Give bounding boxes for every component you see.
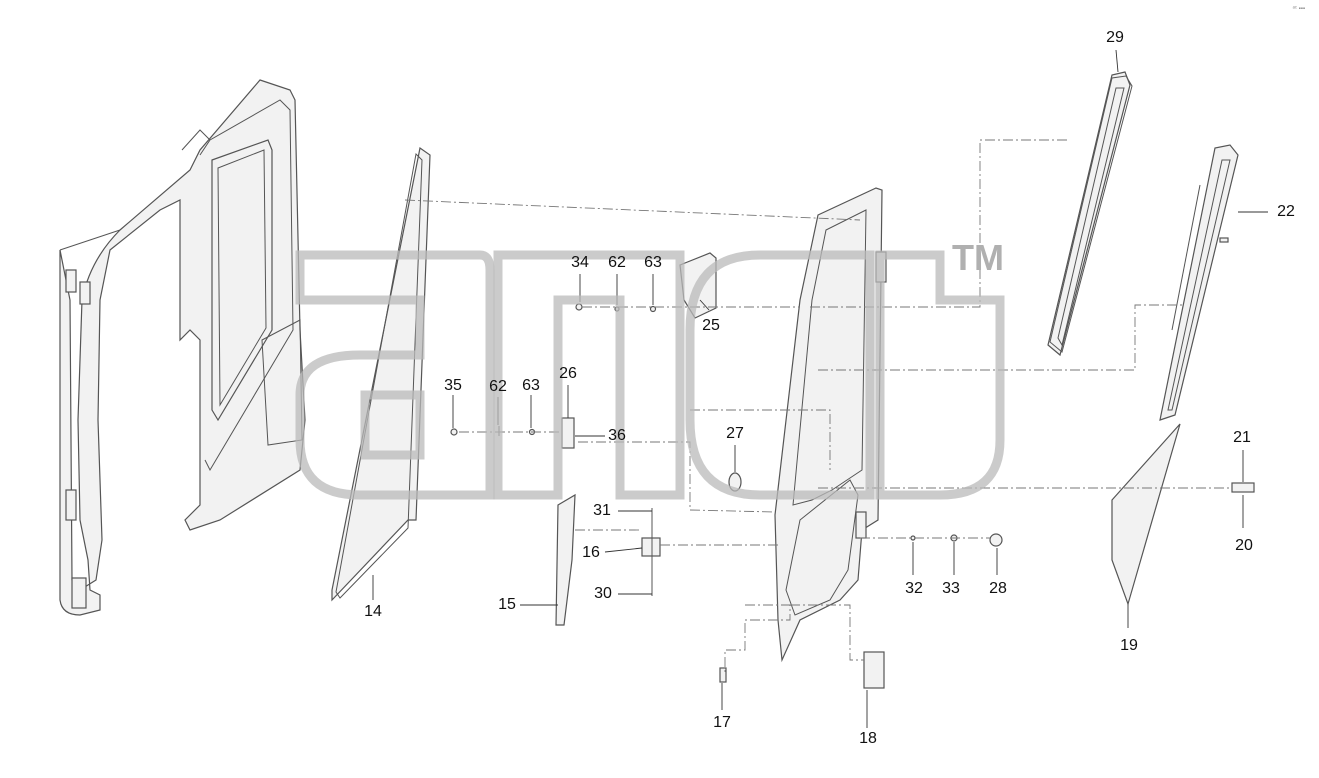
label-62-top: 62 xyxy=(608,254,626,271)
label-26: 26 xyxy=(559,365,577,382)
label-27: 27 xyxy=(726,425,744,442)
watermark-tm: TM xyxy=(952,237,1004,278)
label-17: 17 xyxy=(713,714,731,731)
label-34: 34 xyxy=(571,254,589,271)
label-22: 22 xyxy=(1277,203,1295,220)
label-15: 15 xyxy=(498,596,516,613)
label-18: 18 xyxy=(859,730,877,747)
part-22-sliding-window xyxy=(1159,144,1239,421)
label-35: 35 xyxy=(444,377,462,394)
label-16: 16 xyxy=(582,544,600,561)
label-36: 36 xyxy=(608,427,626,444)
label-19: 19 xyxy=(1120,637,1138,654)
label-21: 21 xyxy=(1233,429,1251,446)
label-33: 33 xyxy=(942,580,960,597)
corner-mark: ᵃᶜ ▪▪▪ xyxy=(1292,6,1305,12)
part-29-glass-frame xyxy=(1047,71,1133,357)
label-14: 14 xyxy=(364,603,382,620)
alignment-lines xyxy=(404,139,1232,675)
part-15-strip xyxy=(555,493,576,626)
label-29: 29 xyxy=(1106,29,1124,46)
door-panel xyxy=(774,187,887,663)
label-20: 20 xyxy=(1235,537,1253,554)
label-32: 32 xyxy=(905,580,923,597)
cab-frame xyxy=(59,79,306,616)
label-63-top: 63 xyxy=(644,254,662,271)
watermark-logo xyxy=(295,250,1005,500)
part-19-glass-pane xyxy=(1111,423,1181,606)
leader-lines xyxy=(372,49,1268,728)
label-28: 28 xyxy=(989,580,1007,597)
label-63-mid: 63 xyxy=(522,377,540,394)
label-30: 30 xyxy=(594,585,612,602)
label-62-mid: 62 xyxy=(489,378,507,395)
part-14-door-seal xyxy=(331,146,431,602)
label-25: 25 xyxy=(702,317,720,334)
label-31: 31 xyxy=(593,502,611,519)
